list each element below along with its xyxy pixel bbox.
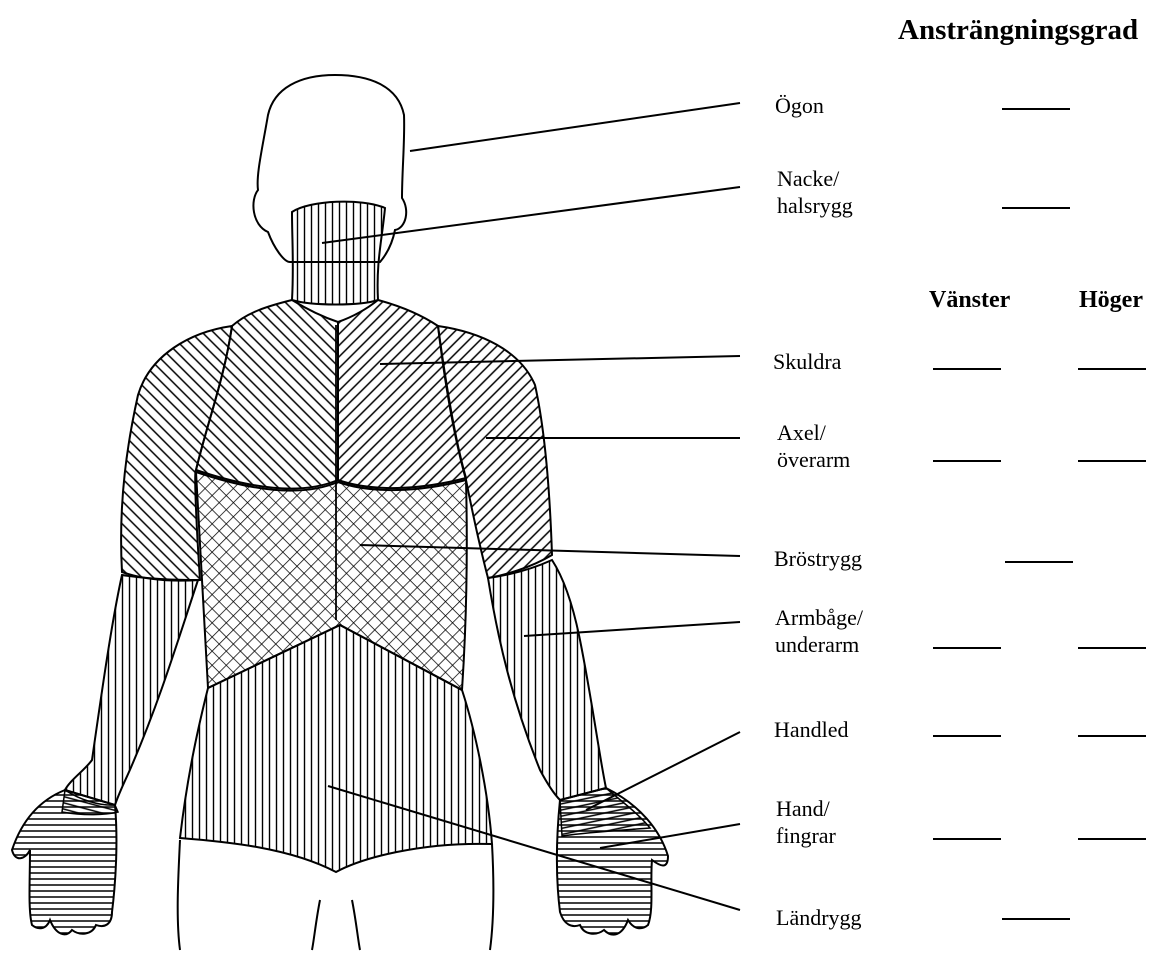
blank-shoulder-right[interactable] xyxy=(1078,368,1146,370)
blank-wrist-right[interactable] xyxy=(1078,735,1146,737)
form-title: Ansträngningsgrad xyxy=(898,14,1138,47)
blank-shoulder-left[interactable] xyxy=(933,368,1001,370)
region-label-lumbar: Ländrygg xyxy=(776,904,862,931)
region-label-elbow: Armbåge/ underarm xyxy=(775,604,863,658)
region-label-hand: Hand/ fingrar xyxy=(776,795,836,849)
column-left-header: Vänster xyxy=(929,287,1010,314)
left-leg-outline xyxy=(178,840,180,950)
region-label-upper-arm: Axel/ överarm xyxy=(777,419,850,473)
blank-lumbar[interactable] xyxy=(1002,918,1070,920)
blank-hand-right[interactable] xyxy=(1078,838,1146,840)
blank-upper-arm-right[interactable] xyxy=(1078,460,1146,462)
region-label-shoulder: Skuldra xyxy=(773,348,841,375)
leader-wrist xyxy=(586,732,740,810)
blank-thoracic[interactable] xyxy=(1005,561,1073,563)
neck-shape xyxy=(292,202,385,305)
blank-eyes[interactable] xyxy=(1002,108,1070,110)
blank-upper-arm-left[interactable] xyxy=(933,460,1001,462)
blank-elbow-right[interactable] xyxy=(1078,647,1146,649)
blank-neck[interactable] xyxy=(1002,207,1070,209)
leader-eyes xyxy=(410,103,740,151)
blank-wrist-left[interactable] xyxy=(933,735,1001,737)
region-label-neck: Nacke/ halsrygg xyxy=(777,165,853,219)
blank-elbow-left[interactable] xyxy=(933,647,1001,649)
inner-legs-outline xyxy=(312,900,360,950)
left-arm-shape xyxy=(65,575,198,805)
column-right-header: Höger xyxy=(1079,287,1143,314)
right-leg-outline xyxy=(490,844,493,950)
region-label-wrist: Handled xyxy=(774,716,849,743)
region-label-thoracic: Bröstrygg xyxy=(774,545,862,572)
right-arm-shape xyxy=(488,560,606,800)
region-label-eyes: Ögon xyxy=(775,92,824,119)
blank-hand-left[interactable] xyxy=(933,838,1001,840)
